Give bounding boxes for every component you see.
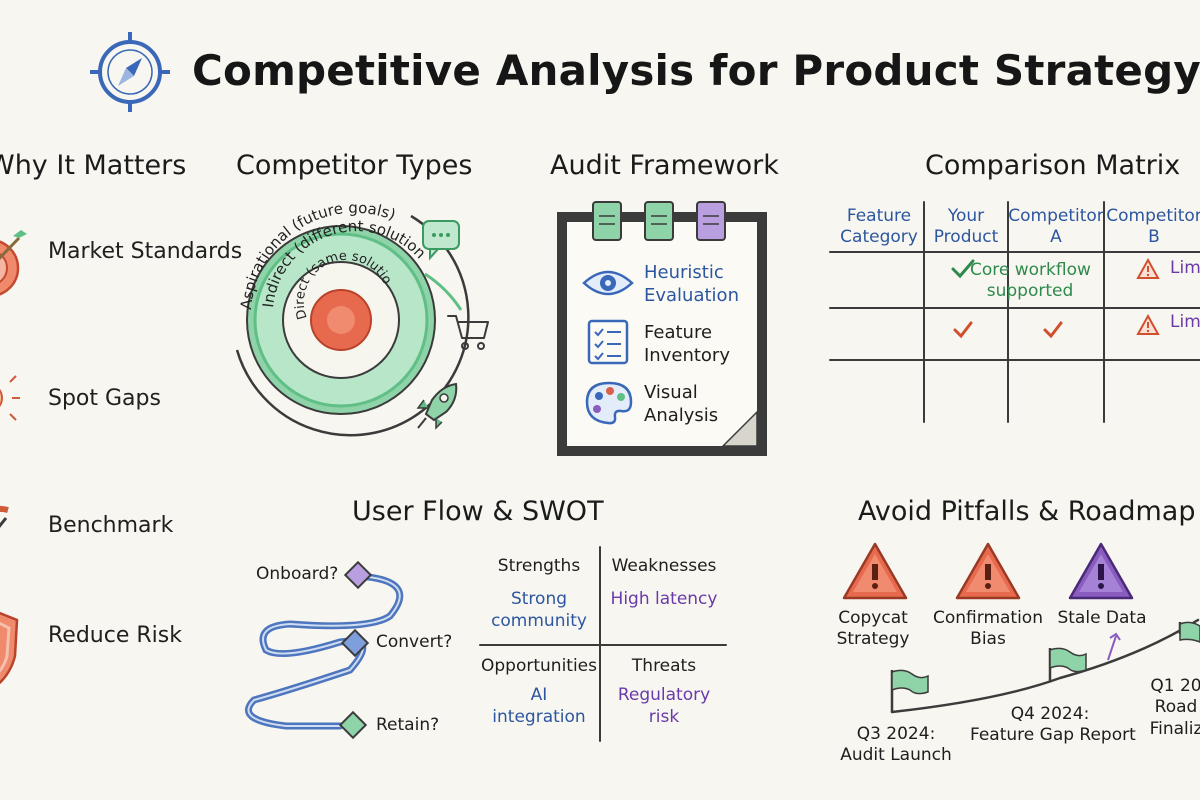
milestone-label: Q1 20 Road Finaliz	[1149, 676, 1200, 739]
milestone-label: Q3 2024: Audit Launch	[840, 724, 952, 766]
swot-grid	[479, 546, 727, 742]
pitfall-label: Confirmation Bias	[933, 608, 1043, 650]
why-item-label: Benchmark	[48, 513, 174, 538]
competitor-rings-diagram: Aspirational (future goals) Indirect (di…	[211, 176, 470, 437]
target-icon	[0, 230, 27, 296]
matrix-cell-core-workflow: Core workflow supported	[970, 260, 1091, 302]
audit-item-label: Feature Inventory	[644, 322, 730, 366]
pitfall-label: Copycat Strategy	[836, 608, 910, 650]
shield-icon	[0, 611, 19, 685]
user-flow-swot-title: User Flow & SWOT	[352, 496, 604, 527]
warning-triangle-icon	[842, 542, 908, 600]
warning-triangle-icon	[955, 542, 1021, 600]
comparison-matrix-title: Comparison Matrix	[925, 150, 1181, 181]
swot-weaknesses: Weaknesses High latency	[610, 556, 718, 610]
checkmark-icon	[953, 321, 973, 339]
warning-icon	[1136, 313, 1160, 335]
swot-opportunities: Opportunities AI integration	[481, 656, 597, 727]
flow-step-label: Retain?	[376, 715, 440, 735]
roadmap-timeline	[890, 618, 1200, 714]
matrix-cell-limited: Lim	[1170, 258, 1200, 278]
pitfalls-roadmap-title: Avoid Pitfalls & Roadmap	[858, 496, 1196, 527]
matrix-grid	[829, 201, 1200, 423]
matrix-cell-limited: Lim	[1170, 312, 1200, 332]
lightbulb-icon	[0, 375, 20, 421]
matrix-header: Feature Category	[840, 206, 918, 248]
pitfall-label: Stale Data	[1057, 608, 1147, 628]
chat-bubble-icon	[422, 220, 460, 261]
warning-icon	[1136, 257, 1160, 279]
gauge-icon	[0, 505, 9, 528]
flow-node-convert	[340, 628, 370, 658]
flow-node-retain	[338, 710, 368, 740]
why-item-label: Spot Gaps	[48, 386, 161, 411]
page-title: Competitive Analysis for Product Strateg…	[192, 46, 1200, 95]
checkmark-icon	[951, 259, 975, 279]
swot-strengths: Strengths Strong community	[491, 556, 587, 631]
user-flow-path	[245, 572, 404, 730]
matrix-header: Your Product	[933, 206, 999, 248]
palette-icon	[585, 381, 633, 425]
why-section-title: Why It Matters	[0, 150, 187, 181]
rocket-icon	[416, 382, 458, 430]
milestone-label: Q4 2024: Feature Gap Report	[970, 704, 1136, 746]
audit-item-label: Heuristic Evaluation	[644, 262, 739, 306]
flow-step-label: Onboard?	[256, 564, 339, 584]
why-item-label: Market Standards	[48, 239, 243, 264]
cart-icon	[447, 315, 489, 350]
checkmark-icon	[1043, 321, 1063, 339]
matrix-header: Competitor A	[1008, 206, 1104, 248]
flow-node-onboard	[343, 560, 373, 590]
why-item-label: Reduce Risk	[48, 623, 182, 648]
audit-framework-title: Audit Framework	[550, 150, 779, 181]
matrix-header: Competitor B	[1106, 206, 1200, 248]
compass-icon	[90, 32, 170, 112]
competitor-types-title: Competitor Types	[236, 150, 473, 181]
warning-triangle-icon	[1068, 542, 1134, 600]
flow-step-label: Convert?	[376, 632, 453, 652]
eye-icon	[582, 270, 634, 296]
audit-item-label: Visual Analysis	[644, 382, 719, 426]
checklist-icon	[587, 319, 629, 365]
swot-threats: Threats Regulatory risk	[617, 656, 711, 727]
